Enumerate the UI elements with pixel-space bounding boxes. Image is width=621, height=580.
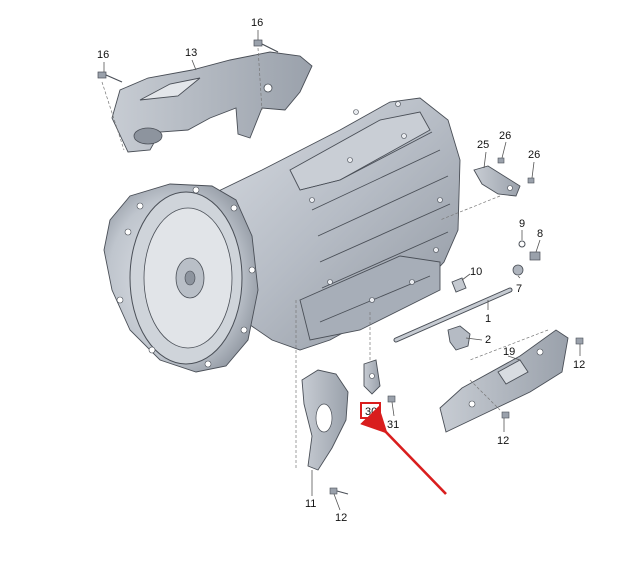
callout-19: 19 <box>503 346 515 358</box>
callout-11: 11 <box>305 498 316 510</box>
bracket-part-25 <box>473 165 521 197</box>
callout-12c: 12 <box>335 512 347 524</box>
bolt-part-31 <box>387 395 396 403</box>
callout-2: 2 <box>485 334 491 346</box>
bolt-part-12c <box>329 487 349 495</box>
callout-12b: 12 <box>497 435 509 447</box>
callout-10: 10 <box>470 266 482 278</box>
bolt-part-16a <box>97 71 123 83</box>
cover-plate-part-19 <box>439 329 569 433</box>
bolt-part-16b <box>253 39 279 53</box>
callout-8: 8 <box>537 228 543 240</box>
part-2-clip <box>447 325 471 351</box>
bolt-part-12b <box>501 411 510 419</box>
part-10 <box>451 277 467 293</box>
callout-9: 9 <box>519 218 525 230</box>
callout-26a: 26 <box>499 130 511 142</box>
bolt-part-26a <box>497 157 505 164</box>
callout-12a: 12 <box>573 359 585 371</box>
callout-31: 31 <box>387 419 399 431</box>
part-8 <box>529 251 541 261</box>
callout-13: 13 <box>185 47 197 59</box>
part-9-ring <box>518 240 526 248</box>
bolt-part-12a <box>575 337 584 345</box>
transmission-housing <box>103 97 461 373</box>
callout-16b: 16 <box>251 17 263 29</box>
shift-shaft-part-1 <box>393 287 513 343</box>
part-7 <box>512 264 524 276</box>
heat-shield-part-13 <box>111 51 313 153</box>
assembly-lines <box>101 47 549 470</box>
bolt-part-26b <box>527 177 535 184</box>
leader-lines <box>103 30 581 511</box>
callout-25: 25 <box>477 139 489 151</box>
bracket-part-30 <box>363 359 381 395</box>
callout-1: 1 <box>485 313 491 325</box>
callout-7: 7 <box>516 283 522 295</box>
shield-plate-part-11 <box>301 369 349 471</box>
pointer-arrow <box>360 406 447 495</box>
callout-26b: 26 <box>528 149 540 161</box>
callout-30: 30 <box>365 406 377 418</box>
callout-16a: 16 <box>97 49 109 61</box>
